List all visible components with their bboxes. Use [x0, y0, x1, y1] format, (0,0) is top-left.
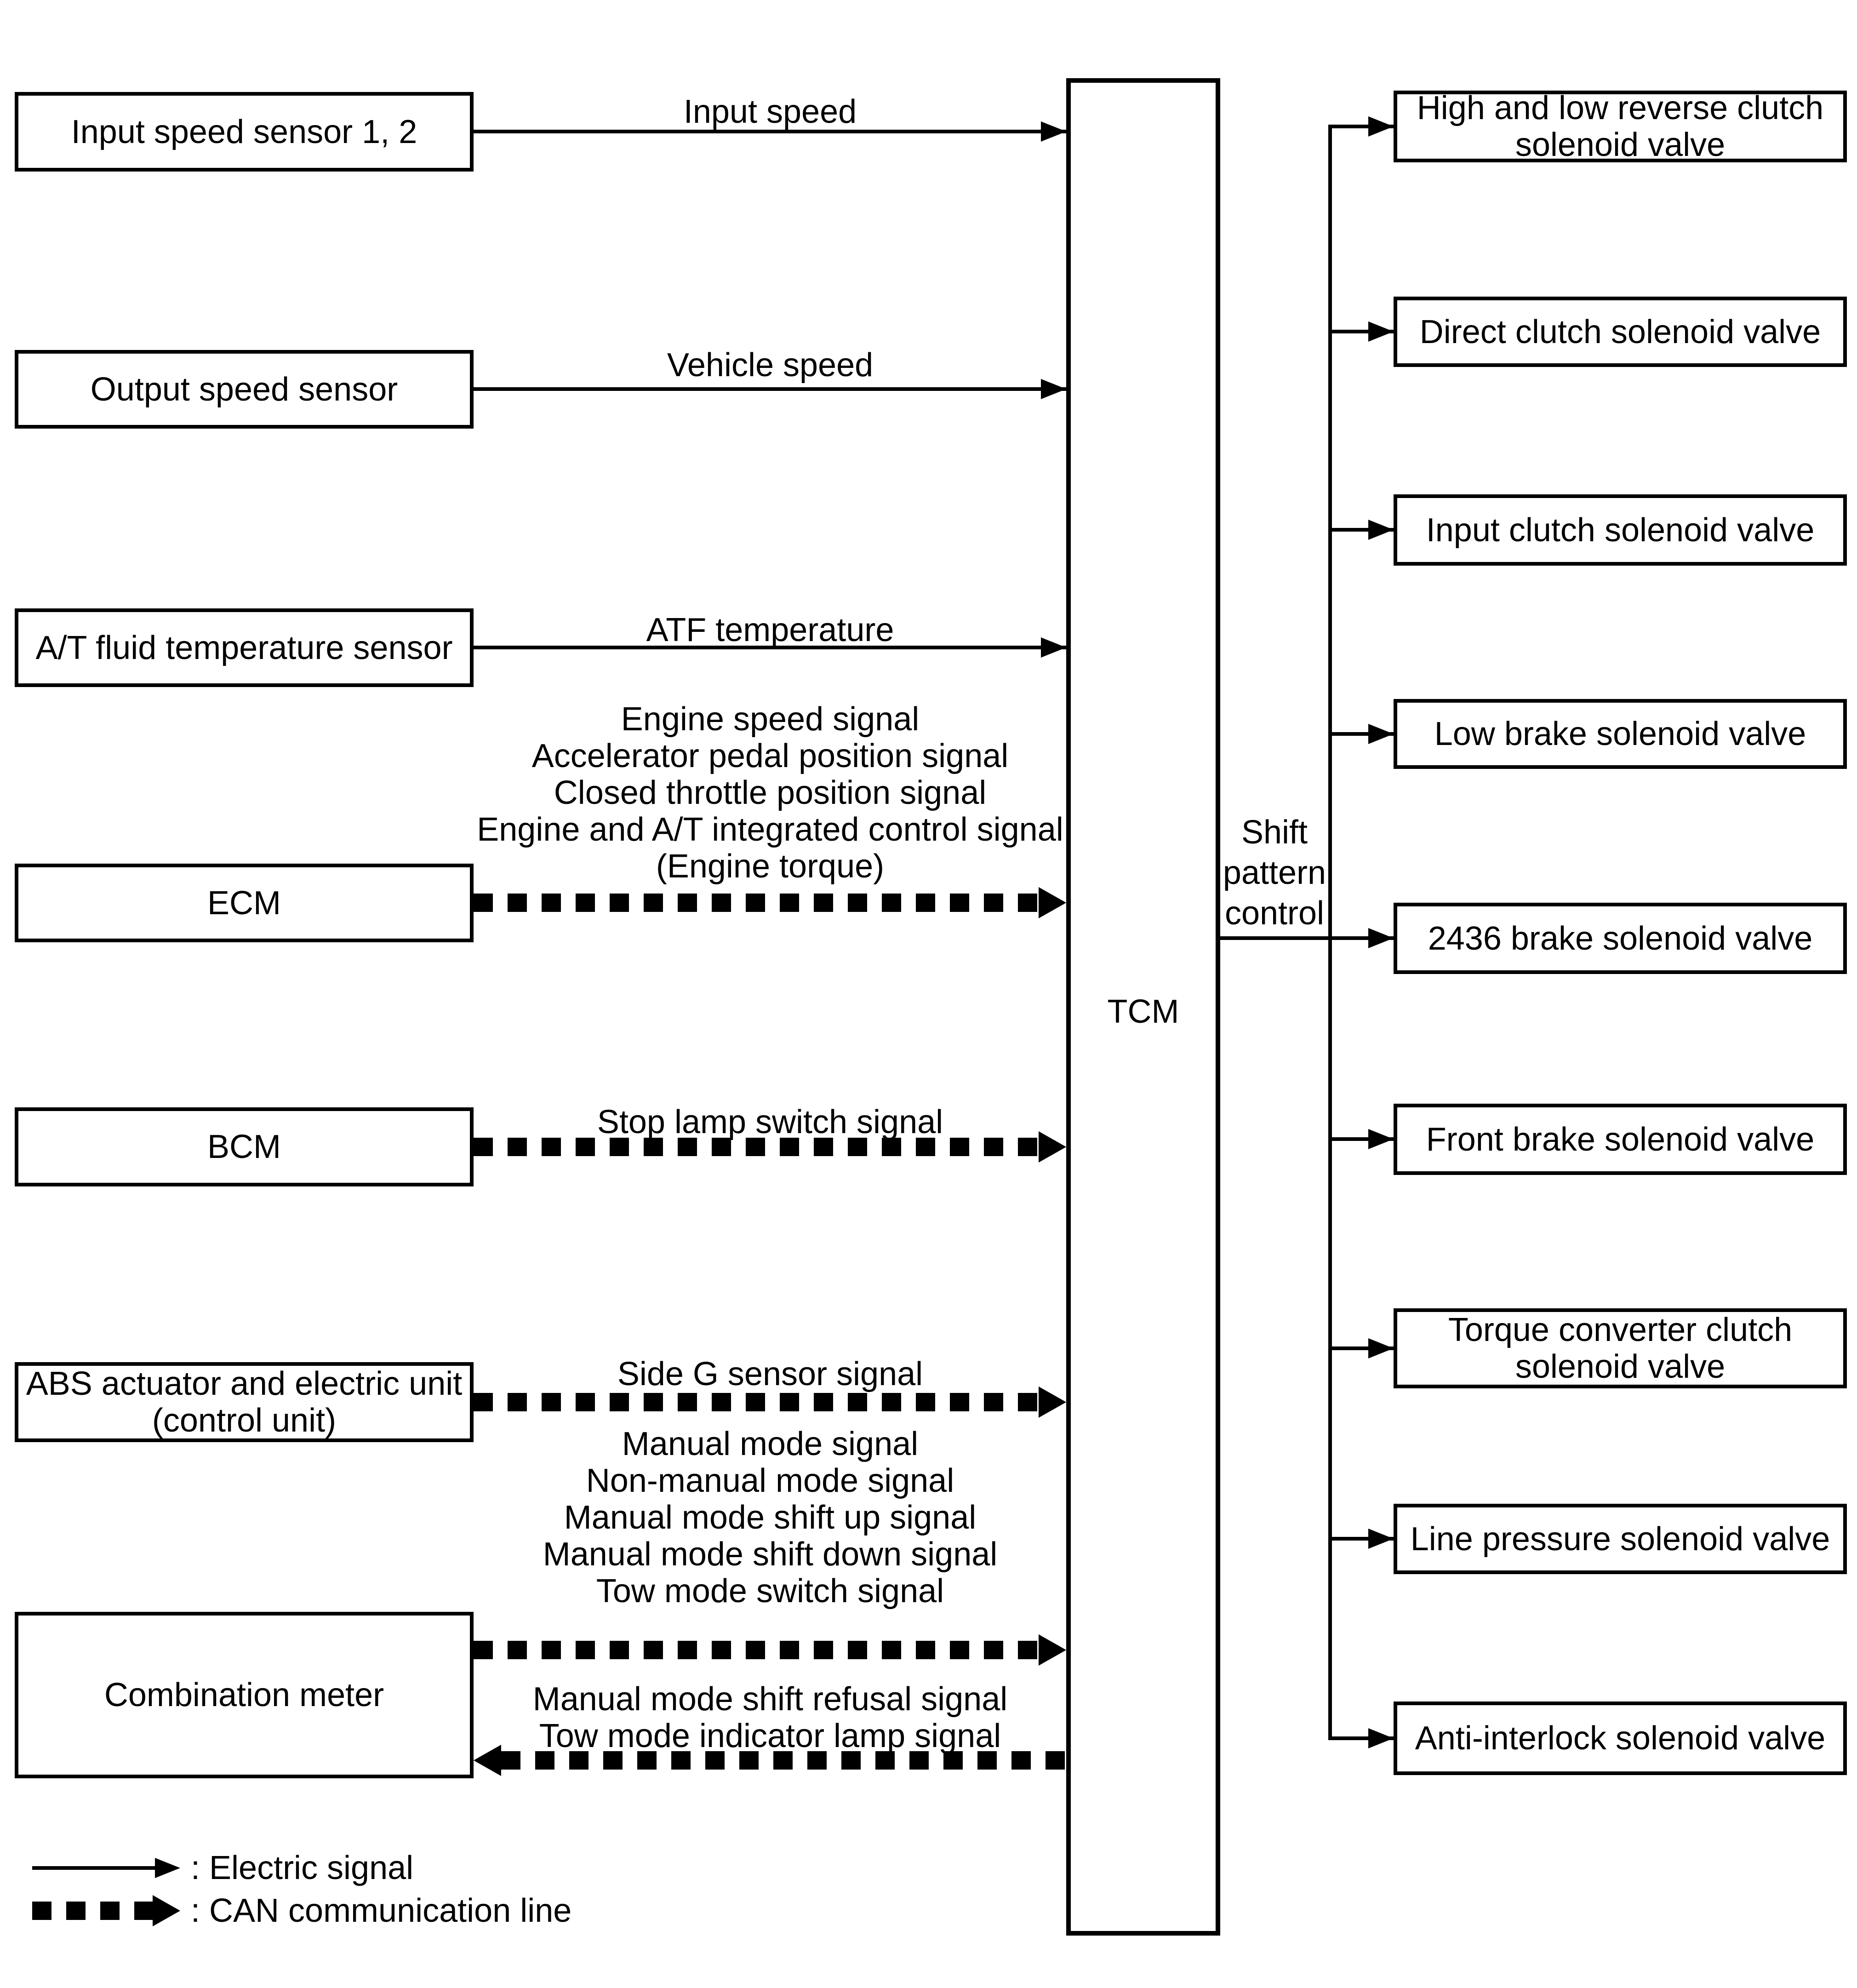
output-box-line-pressure-solenoid-valve: Line pressure solenoid valve: [1394, 1504, 1847, 1574]
input-box-at-fluid-temperature-sensor: A/T fluid temperature sensor: [15, 608, 474, 687]
arrow-shaft: [1330, 125, 1394, 128]
arrow-head: [1368, 1129, 1394, 1149]
tcm-box: TCM: [1066, 78, 1220, 1936]
arrow-head: [1368, 520, 1394, 540]
signal-label-vehicle-speed: Vehicle speed: [667, 347, 874, 384]
arrow-shaft: [474, 646, 1066, 649]
output-box-high-low-reverse-clutch-solenoid-valve: High and low reverse clutch solenoid val…: [1394, 90, 1847, 163]
arrow-head: [1368, 928, 1394, 948]
signal-label-side-g-sensor: Side G sensor signal: [617, 1356, 923, 1392]
arrow-shaft: [1330, 330, 1394, 333]
arrow-head: [1041, 637, 1066, 658]
arrow-shaft: [474, 1641, 1039, 1659]
input-box-abs-actuator: ABS actuator and electric unit (control …: [15, 1362, 474, 1442]
arrow-shaft: [474, 130, 1066, 133]
arrow-shaft: [1330, 1137, 1394, 1141]
shift-pattern-control-label: Shift pattern control: [1223, 814, 1326, 932]
signal-label-atf-temperature: ATF temperature: [646, 612, 894, 648]
can-arrow-head-icon: [153, 1895, 180, 1926]
arrow-head: [1039, 1634, 1066, 1666]
output-box-2436-brake-solenoid-valve: 2436 brake solenoid valve: [1394, 903, 1847, 974]
input-box-output-speed-sensor: Output speed sensor: [15, 350, 474, 429]
arrow-shaft: [474, 387, 1066, 391]
arrow-shaft: [474, 1138, 1039, 1156]
output-box-direct-clutch-solenoid-valve: Direct clutch solenoid valve: [1394, 297, 1847, 367]
signal-label-stop-lamp-switch: Stop lamp switch signal: [597, 1104, 943, 1140]
arrow-head: [1368, 116, 1394, 137]
arrow-head: [1041, 379, 1066, 399]
input-box-input-speed-sensor: Input speed sensor 1, 2: [15, 92, 474, 172]
signal-label-combination-meter-to-tcm: Manual mode signal Non-manual mode signa…: [543, 1426, 998, 1610]
output-box-anti-interlock-solenoid-valve: Anti-interlock solenoid valve: [1394, 1702, 1847, 1775]
output-box-front-brake-solenoid-valve: Front brake solenoid valve: [1394, 1104, 1847, 1175]
output-distribution-line: [1328, 125, 1332, 1740]
arrow-shaft: [1330, 1537, 1394, 1541]
can-arrow-icon: [32, 1902, 153, 1920]
arrow-head: [1039, 1131, 1066, 1163]
arrow-head: [1041, 121, 1066, 142]
output-box-input-clutch-solenoid-valve: Input clutch solenoid valve: [1394, 494, 1847, 566]
legend-can-communication-label: : CAN communication line: [191, 1892, 572, 1929]
signal-label-ecm-signals: Engine speed signal Accelerator pedal po…: [477, 701, 1063, 885]
arrow-head: [1039, 887, 1066, 918]
electric-arrow-icon: [32, 1866, 156, 1870]
arrow-head: [474, 1745, 501, 1776]
arrow-shaft: [474, 894, 1039, 912]
arrow-shaft: [474, 1393, 1039, 1411]
input-box-bcm: BCM: [15, 1107, 474, 1186]
input-box-ecm: ECM: [15, 864, 474, 942]
arrow-head: [1368, 1728, 1394, 1748]
arrow-shaft: [1330, 528, 1394, 532]
output-box-torque-converter-clutch-solenoid-valve: Torque converter clutch solenoid valve: [1394, 1308, 1847, 1388]
signal-label-tcm-to-combination-meter: Manual mode shift refusal signal Tow mod…: [532, 1681, 1008, 1754]
arrow-shaft: [1330, 732, 1394, 736]
arrow-head: [1368, 1338, 1394, 1358]
legend-electric-signal-label: : Electric signal: [191, 1850, 414, 1886]
arrow-shaft: [501, 1751, 1066, 1770]
arrow-head: [1368, 321, 1394, 342]
input-box-combination-meter: Combination meter: [15, 1612, 474, 1778]
electric-arrow-head-icon: [155, 1858, 180, 1878]
arrow-head: [1368, 1529, 1394, 1549]
arrow-shaft: [1330, 1346, 1394, 1350]
arrow-head: [1039, 1386, 1066, 1418]
output-box-low-brake-solenoid-valve: Low brake solenoid valve: [1394, 699, 1847, 769]
arrow-shaft: [1220, 936, 1394, 940]
signal-label-input-speed: Input speed: [683, 93, 857, 130]
arrow-head: [1368, 724, 1394, 744]
tcm-box-label: TCM: [1107, 993, 1179, 1030]
arrow-shaft: [1330, 1736, 1394, 1740]
